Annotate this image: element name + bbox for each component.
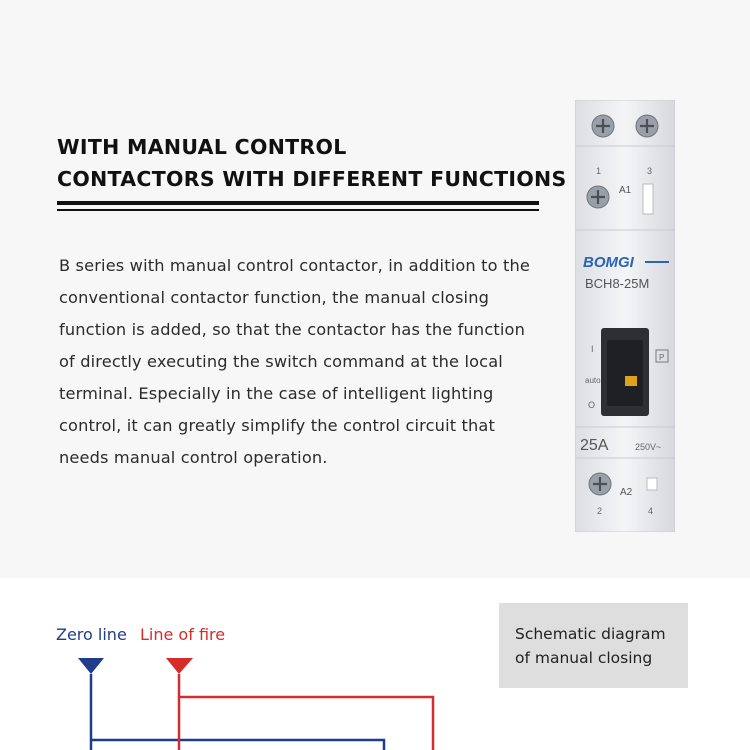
current-rating: 25A <box>580 437 609 454</box>
description-paragraph: B series with manual control contactor, … <box>59 250 539 474</box>
terminal-screw-icon <box>591 114 615 138</box>
terminal-label: 2 <box>597 506 602 516</box>
fire-line-label: Line of fire <box>140 625 226 644</box>
description-line: conventional contactor function, the man… <box>59 288 490 307</box>
fire-wire-branch <box>179 695 435 750</box>
model-number: BCH8-25M <box>585 276 649 291</box>
description-line: control, it can greatly simplify the con… <box>59 416 495 435</box>
heading-line-2: CONTACTORS WITH DIFFERENT FUNCTIONS <box>57 167 567 191</box>
mode-label-p: P <box>659 353 664 362</box>
description-line: terminal. Especially in the case of inte… <box>59 384 494 403</box>
description-line: B series with manual control contactor, … <box>59 256 530 275</box>
voltage-rating: 250V~ <box>635 442 661 452</box>
heading-line-1: WITH MANUAL CONTROL <box>57 135 347 159</box>
terminal-screw-icon <box>588 472 612 496</box>
terminal-label: 3 <box>647 166 652 176</box>
mode-label-o: O <box>588 400 595 410</box>
diagram-caption-box: Schematic diagram of manual closing <box>499 603 688 688</box>
wiring-diagram <box>78 658 435 750</box>
zero-line-arrow-icon <box>78 658 104 674</box>
terminal-label: 4 <box>648 506 653 516</box>
brand-logo: BOMGI <box>583 254 635 271</box>
heading-rule-thin <box>57 209 539 211</box>
caption-line-1: Schematic diagram <box>515 624 666 643</box>
terminal-label: 1 <box>596 166 601 176</box>
heading-rule-thick <box>57 201 539 205</box>
section-heading: WITH MANUAL CONTROL CONTACTORS WITH DIFF… <box>57 131 567 195</box>
description-line: of directly executing the switch command… <box>59 352 503 371</box>
fire-line-arrow-icon <box>166 658 193 674</box>
terminal-screw-icon <box>635 114 659 138</box>
zero-line-label: Zero line <box>56 625 127 644</box>
description-line: needs manual control operation. <box>59 448 328 467</box>
terminal-label: A2 <box>620 487 633 498</box>
terminal-label: A1 <box>619 185 632 196</box>
mode-label-i: I <box>591 344 594 354</box>
caption-line-2: of manual closing <box>515 648 653 667</box>
mode-label-auto: auto <box>585 376 601 385</box>
description-line: function is added, so that the contactor… <box>59 320 525 339</box>
zero-wire-branch <box>91 738 386 750</box>
terminal-screw-icon <box>586 185 610 209</box>
contactor-product-image: 1 3 A1 BOMGI BCH8-25M I auto O P 25A 250… <box>575 100 675 532</box>
